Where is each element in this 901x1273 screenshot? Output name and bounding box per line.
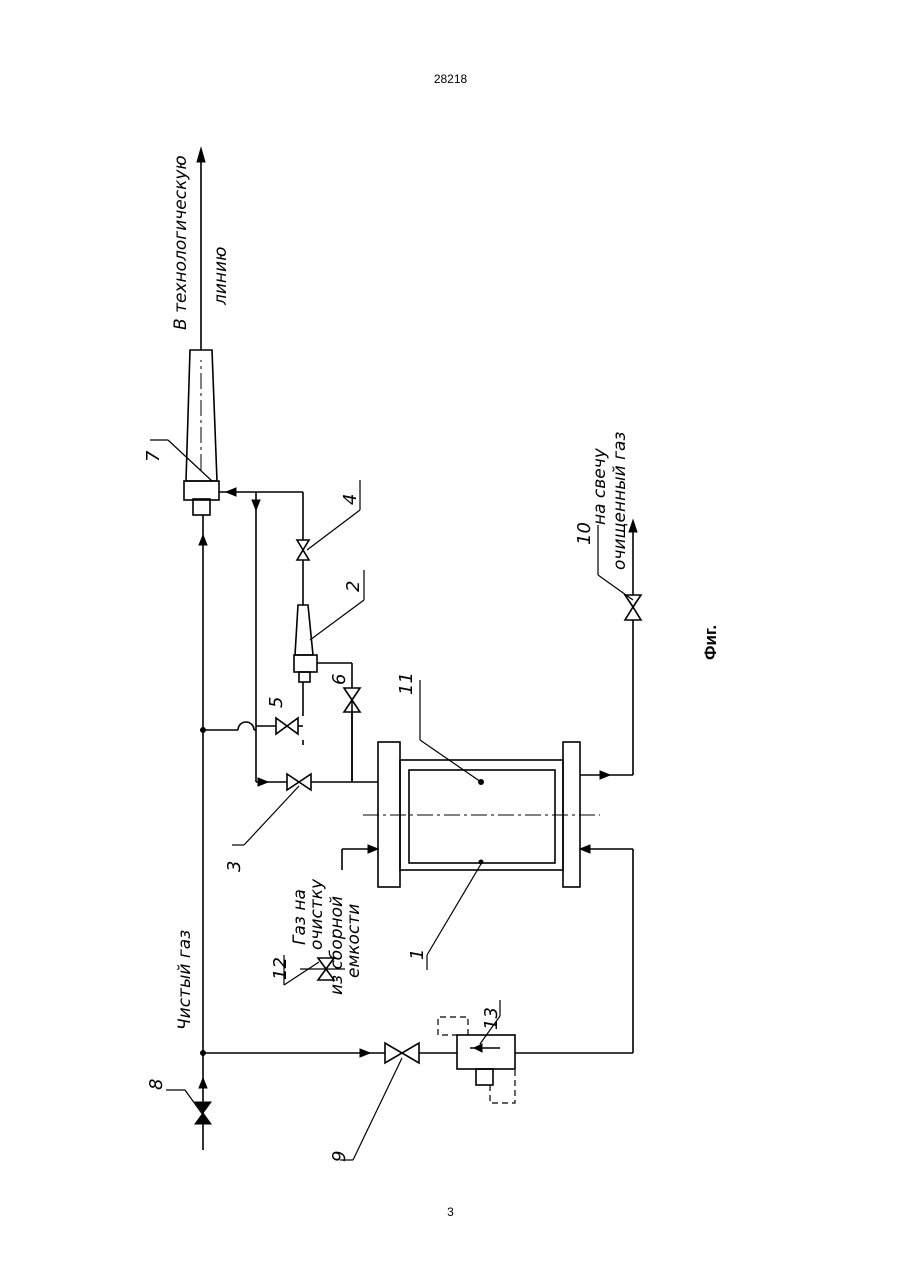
callout-12: 12 (270, 957, 291, 980)
from-tank-label-2: емкости (344, 904, 364, 978)
filter-1 (363, 742, 600, 887)
callout-10: 10 (574, 522, 595, 545)
callout-4: 4 (340, 494, 361, 505)
purified-gas-label: очищенный газ (610, 432, 630, 570)
regulator-13 (438, 1017, 515, 1103)
callout-6: 6 (329, 674, 350, 685)
to-process-line-label: В технологическую (171, 155, 191, 330)
page-number: 3 (0, 1205, 901, 1219)
regulator-return-line (515, 845, 633, 1053)
valve-9 (385, 1043, 419, 1063)
callout-11: 11 (396, 672, 417, 695)
valve-8 (195, 1102, 211, 1124)
callout-1: 1 (407, 949, 428, 960)
callout-8: 8 (146, 1079, 167, 1090)
valve-5 (256, 718, 303, 734)
valve-3 (287, 774, 311, 790)
figure-caption: Фиг. (701, 625, 720, 660)
gas-to-cleaning-label-2: очистку (307, 878, 327, 950)
clean-gas-label: Чистый газ (175, 930, 195, 1030)
callout-3: 3 (224, 861, 245, 872)
ejector-feed-lines (219, 488, 303, 605)
to-candle-label: на свечу (590, 447, 610, 525)
callout-leaders (150, 440, 633, 1160)
callout-13: 13 (481, 1007, 502, 1030)
filter-inlet-line (342, 845, 378, 870)
callout-5: 5 (266, 697, 287, 708)
callout-7: 7 (143, 450, 164, 462)
callout-2: 2 (343, 581, 364, 592)
to-process-line-label-2: линию (211, 247, 231, 306)
callout-9: 9 (329, 1151, 350, 1162)
